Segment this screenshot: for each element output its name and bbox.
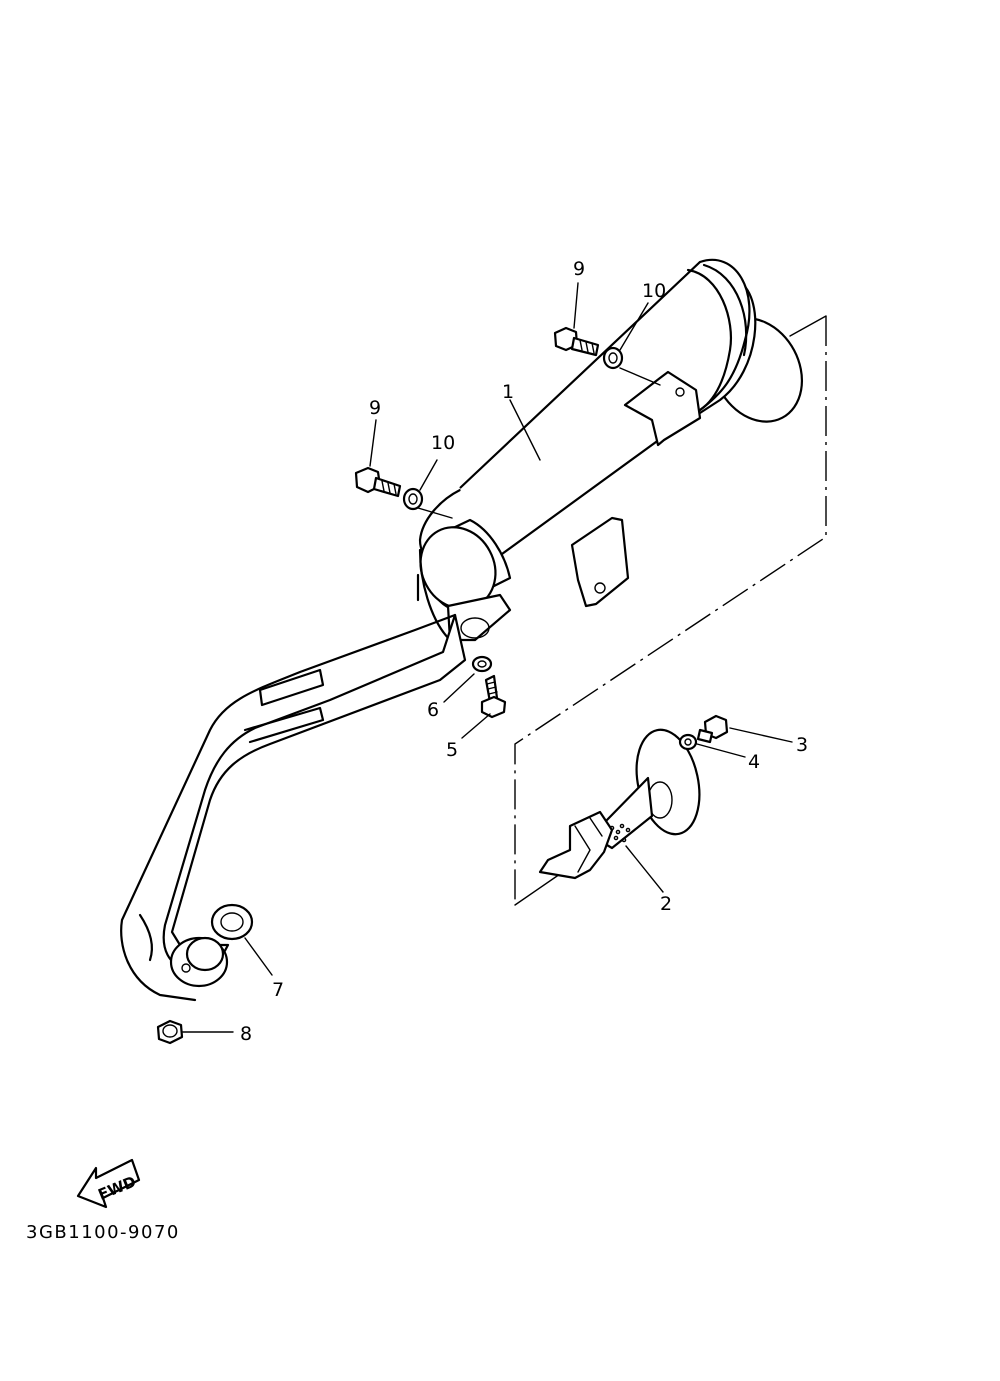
callout-10-upper: 10: [642, 280, 666, 302]
callout-6: 6: [427, 699, 439, 721]
drawing-code: 3GB1100-9070: [26, 1222, 180, 1243]
bolt-part-9-upper: [553, 326, 600, 357]
callout-7: 7: [272, 979, 284, 1001]
callout-3: 3: [796, 734, 808, 756]
bolt-part-3: [696, 714, 729, 744]
washer-part-4: [678, 733, 698, 751]
washer-part-6: [471, 655, 493, 673]
bolt-part-5: [480, 674, 507, 719]
callout-8: 8: [240, 1023, 252, 1045]
gasket-part-7: [210, 903, 254, 941]
fwd-arrow-icon: FWD: [76, 1158, 141, 1209]
callout-1: 1: [502, 381, 514, 403]
callout-2: 2: [660, 893, 672, 915]
callout-labels: 1 2 3 4 5 6 7 8 9 9 10 10: [240, 258, 808, 1045]
washer-part-10-lower: [402, 487, 424, 511]
muffler-body: [416, 258, 804, 642]
spark-arrester-part-2: [538, 728, 701, 880]
callout-5: 5: [446, 739, 458, 761]
callout-9-lower: 9: [369, 397, 381, 419]
callout-10-lower: 10: [431, 432, 455, 454]
bolt-part-9-lower: [354, 466, 402, 498]
assembly-frame: [514, 315, 827, 906]
callout-9-upper: 9: [573, 258, 585, 280]
leader-lines: [182, 282, 793, 1033]
exhaust-pipe: [120, 613, 467, 1002]
callout-4: 4: [748, 751, 760, 773]
washer-part-10-upper: [602, 346, 624, 370]
nut-part-8: [156, 1019, 184, 1045]
